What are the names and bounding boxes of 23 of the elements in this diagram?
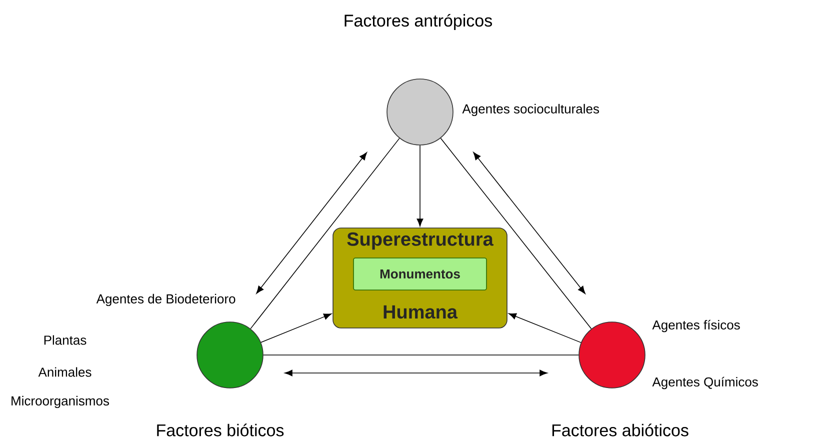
- label: Microorganismos: [12, 396, 109, 408]
- label: Agentes socioculturales: [462, 104, 599, 116]
- arrow: [416, 145, 424, 226]
- circle: [196, 322, 264, 388]
- label: Factores bióticos: [157, 424, 284, 436]
- line: [250, 138, 400, 330]
- label: Factores antrópicos: [344, 14, 492, 30]
- circle: [578, 322, 646, 388]
- arrow: [284, 370, 548, 376]
- label: Factores abióticos: [552, 424, 688, 436]
- arrow: [508, 313, 582, 343]
- circle: [386, 78, 454, 146]
- label: Plantas: [44, 335, 86, 345]
- label: Agentes Químicos: [652, 376, 758, 390]
- arrow: [473, 152, 586, 294]
- arrow: [256, 152, 367, 294]
- arrow: [260, 314, 332, 343]
- label: Agentes físicos: [652, 320, 740, 332]
- label: Animales: [38, 367, 92, 377]
- label: Agentes de Biodeterioro: [96, 294, 236, 306]
- line: [263, 354, 579, 356]
- monument-box: Monumentos: [353, 258, 487, 290]
- line: [440, 138, 592, 330]
